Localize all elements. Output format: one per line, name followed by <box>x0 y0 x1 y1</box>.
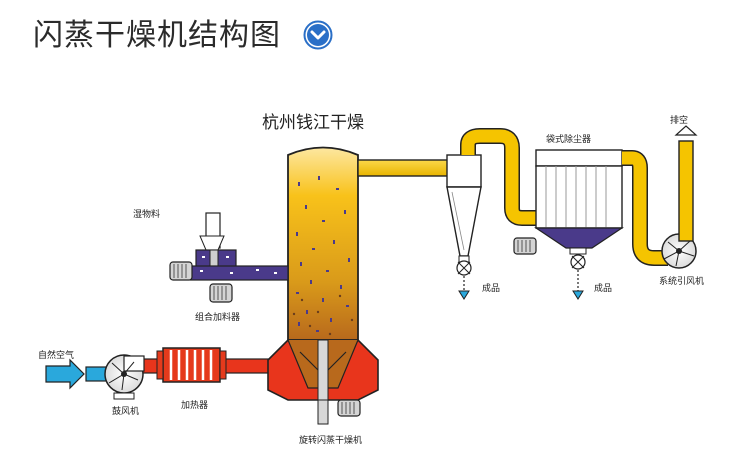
page-title: 闪蒸干燥机结构图 <box>33 18 281 53</box>
product-cyclone-label: 成品 <box>482 282 500 294</box>
chevron-down-circle-icon[interactable] <box>303 20 333 50</box>
bag-filter-motor <box>513 237 537 255</box>
natural-air-label: 自然空气 <box>38 349 74 361</box>
cyclone-to-filter-duct <box>460 128 536 226</box>
feeder-motor-bottom <box>209 283 233 303</box>
drying-tower <box>287 146 359 341</box>
exhaust-label: 排空 <box>670 114 688 126</box>
blower-label: 鼓风机 <box>112 405 139 417</box>
filter-to-fan-duct <box>622 150 668 266</box>
wet-material-hopper <box>189 212 289 281</box>
product-bag-label: 成品 <box>594 282 612 294</box>
heater <box>156 347 227 383</box>
rotary-flash-dryer-base <box>267 339 379 425</box>
exhaust-stack <box>674 125 698 242</box>
dryer-motor <box>337 399 361 417</box>
tower-outlet-duct <box>357 159 454 177</box>
natural-air-arrow <box>45 358 113 390</box>
combined-feeder-label: 组合加料器 <box>195 311 240 323</box>
brand-label: 杭州钱江干燥 <box>262 113 364 133</box>
blower <box>104 354 145 400</box>
bag-filter-label: 袋式除尘器 <box>546 133 591 145</box>
wet-material-label: 湿物料 <box>133 208 160 220</box>
bag-filter <box>534 149 624 300</box>
heater-label: 加热器 <box>181 399 208 411</box>
induced-fan-label: 系统引风机 <box>659 275 704 287</box>
cyclone-separator <box>446 154 482 300</box>
rotary-dryer-label: 旋转闪蒸干燥机 <box>299 434 362 446</box>
feeder-motor-left <box>169 261 193 281</box>
